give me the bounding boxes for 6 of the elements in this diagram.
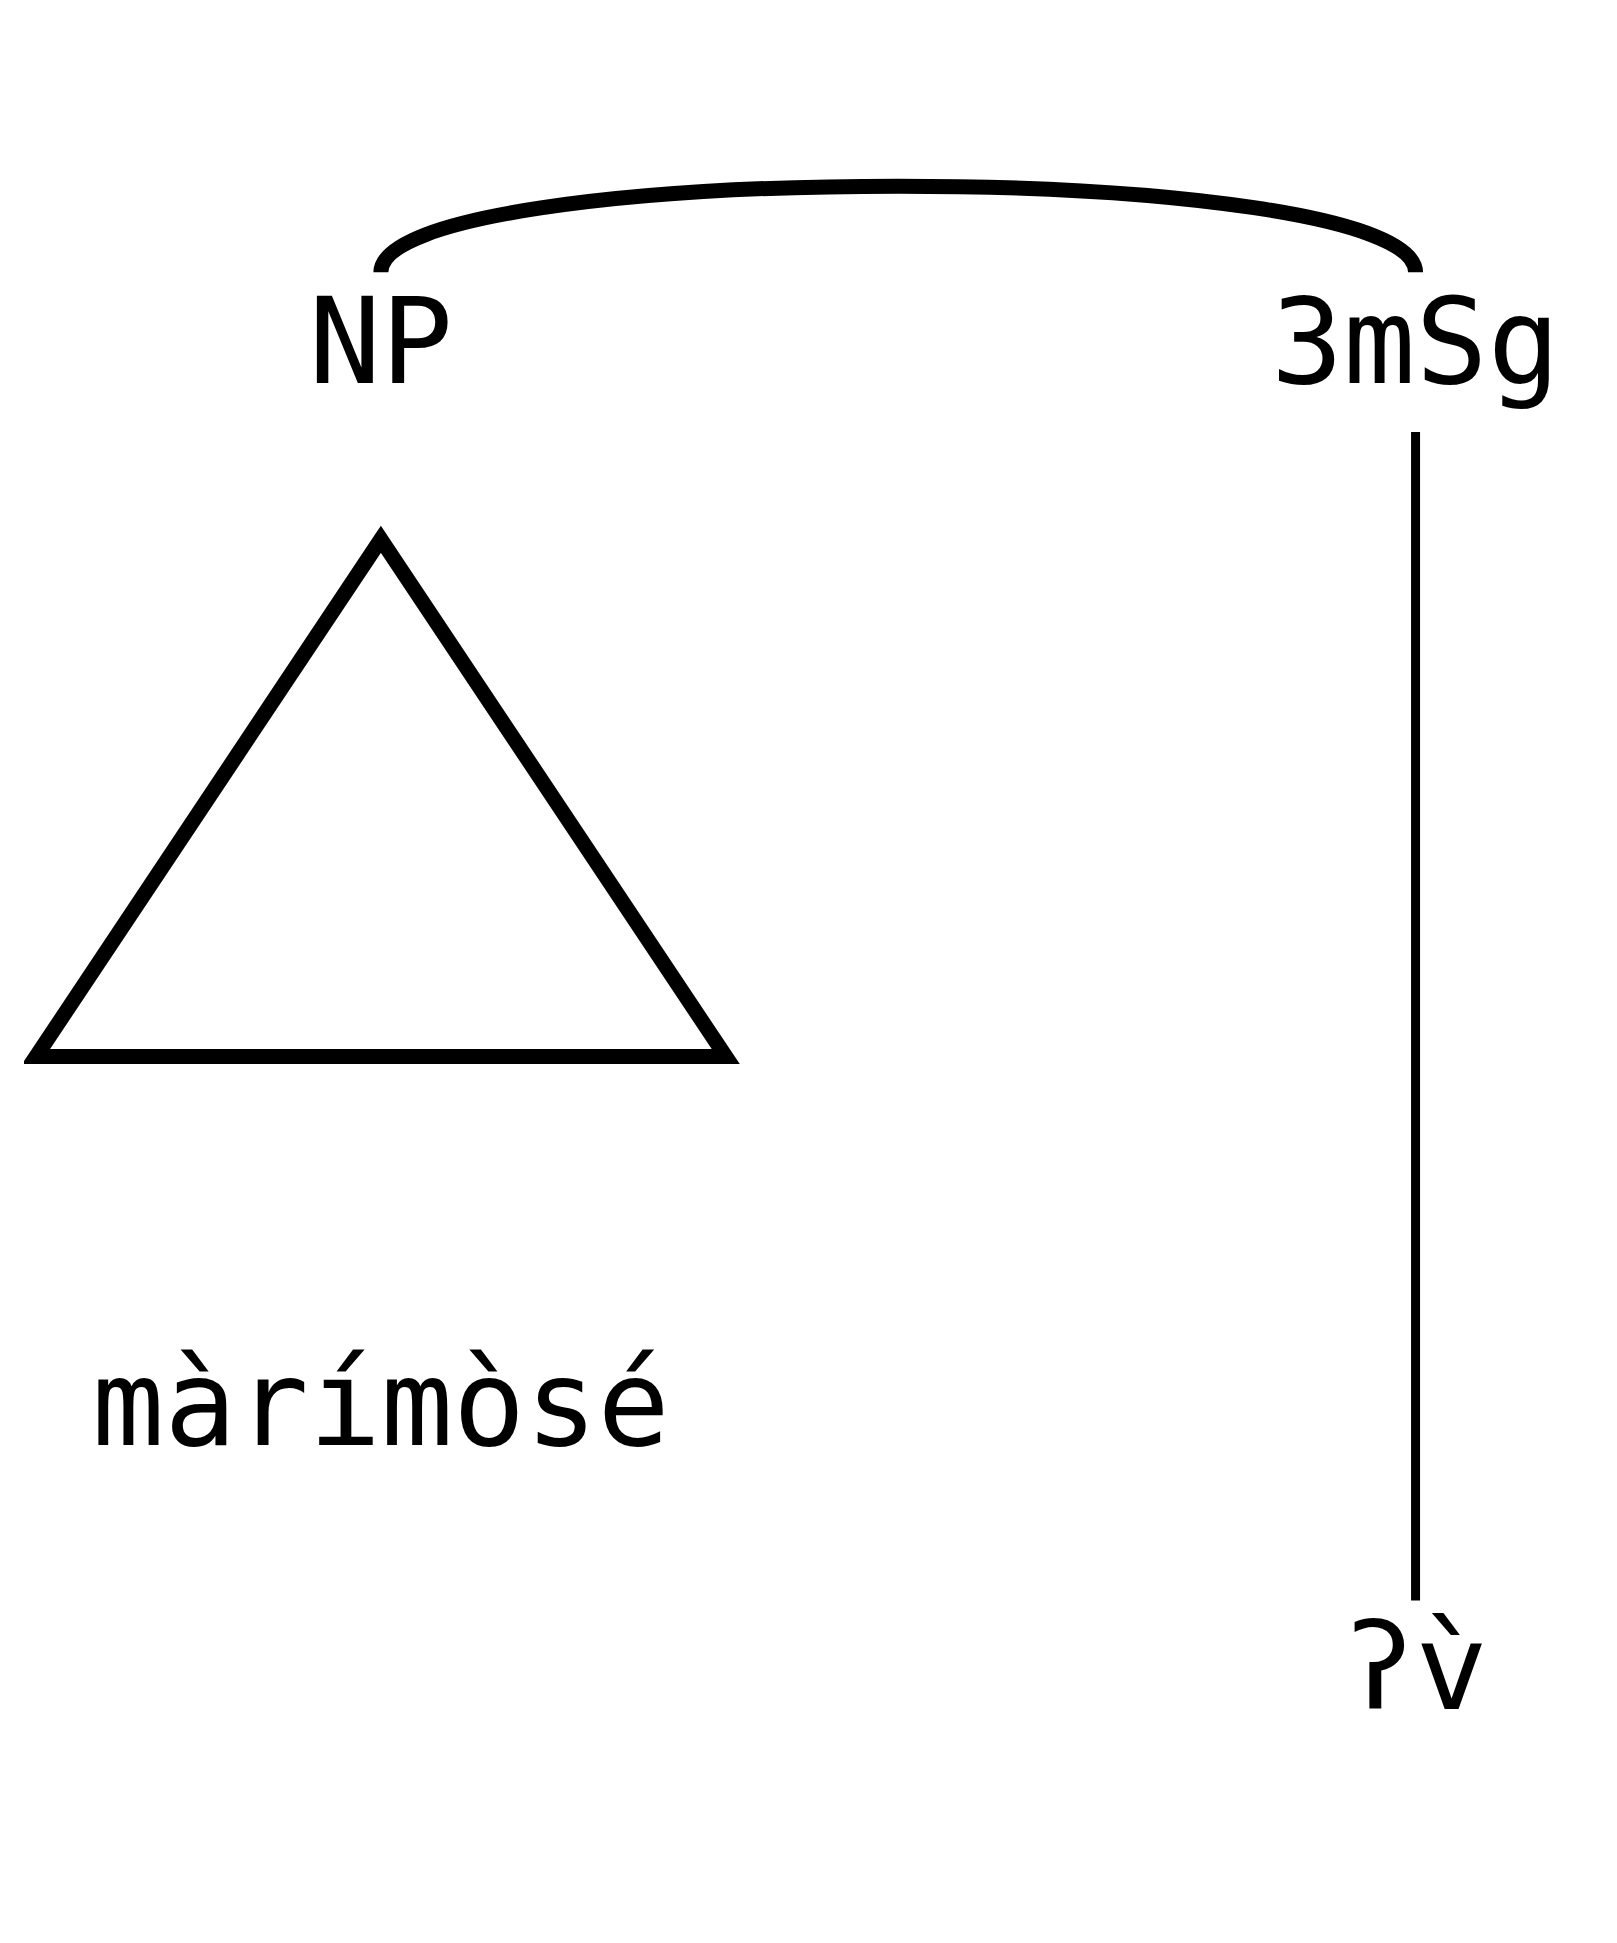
connector [1410,432,1420,1601]
node-triangle [23,525,740,1065]
node-text: 3mSg [1270,272,1560,412]
node-text: NP [308,272,453,412]
node-label: màrímòsé [91,1333,670,1473]
node-text: ʔv̀ [1342,1597,1488,1737]
